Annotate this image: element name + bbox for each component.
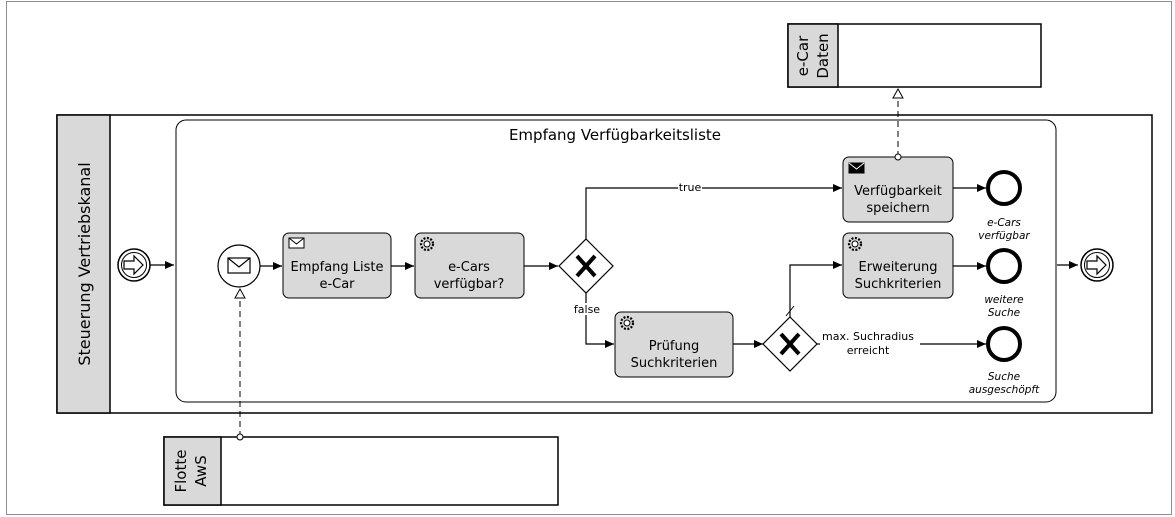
default-flow-marker — [785, 305, 795, 317]
end-ausgeschoepft-line2: ausgeschöpft — [969, 384, 1040, 396]
pool-ecar-daten: e-Car Daten — [787, 23, 1042, 88]
task-ecars-line1: e-Cars — [448, 260, 490, 275]
task-ecars-verfuegbar[interactable]: e-Cars verfügbar? — [414, 232, 525, 299]
end-weitere-line1: weitere — [984, 294, 1023, 306]
task-empfang-line2: e-Car — [319, 277, 355, 292]
flotte-label-line2: AwS — [192, 455, 210, 486]
flow-default-to-erweiterung — [789, 261, 842, 317]
flow-false-label: false — [574, 303, 600, 316]
flow-max-line1: max. Suchradius — [822, 330, 914, 343]
task-erweiterung-suchkriterien[interactable]: Erweiterung Suchkriterien — [842, 232, 954, 299]
end-verfuegbar-line2: verfügbar — [978, 230, 1030, 242]
end-event-suche-ausgeschoepft[interactable] — [986, 326, 1022, 362]
flow-true-label: true — [679, 181, 702, 194]
end-event-signal-icon[interactable] — [1080, 248, 1114, 282]
task-pruefung-line1: Prüfung — [649, 339, 700, 354]
task-erweiterung-line1: Erweiterung — [859, 260, 938, 275]
flow-true — [585, 184, 842, 239]
end-ausgeschoepft-line1: Suche — [988, 371, 1020, 383]
ecar-label-line1: e-Car — [794, 35, 812, 76]
gear-icon — [419, 236, 435, 252]
task-verfuegbarkeit-speichern[interactable]: Verfügbarkeit speichern — [842, 156, 954, 223]
flow-max-line2: erreicht — [847, 344, 890, 357]
pool-label-box — [56, 114, 111, 414]
end-event-weitere-suche[interactable] — [986, 248, 1022, 284]
message-start-event-icon[interactable] — [217, 244, 261, 288]
ecar-label-line2: Daten — [814, 33, 832, 78]
envelope-filled-icon — [848, 162, 865, 174]
pool-label: Steuerung Vertriebskanal — [75, 162, 94, 365]
task-pruefung-line2: Suchkriterien — [631, 356, 718, 371]
task-empfang-line1: Empfang Liste — [290, 260, 383, 275]
task-empfang-liste-ecar[interactable]: Empfang Liste e-Car — [282, 232, 392, 299]
end-event-ecars-verfuegbar[interactable] — [986, 170, 1022, 206]
task-speichern-line1: Verfügbarkeit — [854, 184, 942, 199]
gear-icon — [619, 315, 635, 331]
exclusive-gateway-2[interactable] — [762, 316, 818, 372]
task-ecars-line2: verfügbar? — [434, 277, 505, 292]
flotte-label-line1: Flotte — [172, 450, 190, 493]
envelope-icon — [288, 237, 305, 249]
subprocess-title: Empfang Verfügbarkeitsliste — [509, 126, 721, 144]
gear-icon — [847, 236, 863, 252]
start-event-signal-icon[interactable] — [117, 248, 151, 282]
end-weitere-line2: Suche — [988, 307, 1020, 319]
end-verfuegbar-line1: e-Cars — [987, 217, 1021, 229]
pool-flotte-aws: Flotte AwS — [163, 436, 559, 506]
task-erweiterung-line2: Suchkriterien — [855, 277, 942, 292]
task-speichern-line2: speichern — [866, 201, 929, 216]
task-pruefung-suchkriterien[interactable]: Prüfung Suchkriterien — [614, 311, 734, 378]
